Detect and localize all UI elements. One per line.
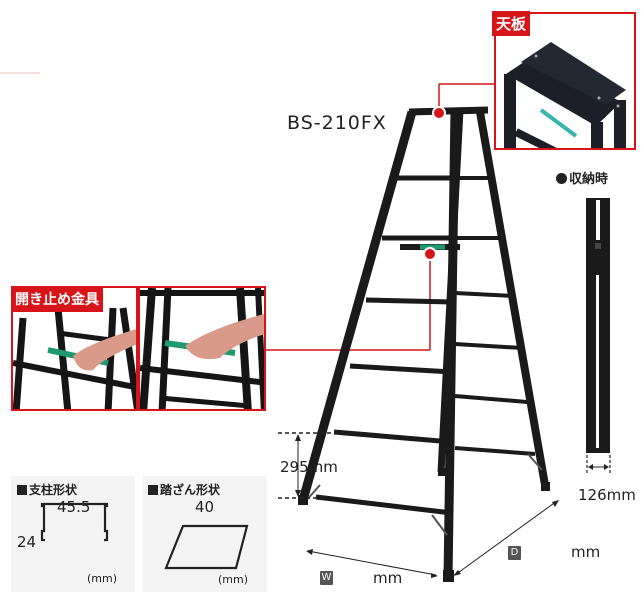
- storage-title: 収納時: [556, 168, 608, 187]
- storage-title-text: 収納時: [569, 172, 609, 187]
- step-unit: (mm): [218, 573, 249, 586]
- pillar-section-box: 支柱形状 45.5 24 (mm): [11, 476, 135, 592]
- pillar-unit: (mm): [87, 572, 118, 585]
- pillar-width: 45.5: [57, 498, 91, 516]
- stopper-photo-frame-2: [138, 286, 266, 411]
- model-name: BS-210FX: [287, 112, 387, 134]
- stopper-photo-1: [13, 307, 136, 409]
- top-plate-photo: [504, 42, 626, 148]
- pillar-section-title: 支柱形状: [17, 481, 77, 498]
- opening-stopper-label: 開き止め金具: [11, 286, 103, 312]
- step-pitch: 295mm: [280, 458, 338, 476]
- depth-badge: D: [508, 546, 521, 560]
- top-plate-photo-frame: [494, 12, 636, 150]
- step-section-box: 踏ざん形状 40 (mm): [143, 476, 267, 592]
- stopper-photo-2: [140, 288, 264, 409]
- pillar-shape-icon: [40, 502, 109, 542]
- bullet-icon: [556, 173, 567, 184]
- top-plate-label: 天板: [492, 11, 531, 36]
- storage-width: 126mm: [578, 486, 636, 504]
- square-bullet-icon: [17, 485, 27, 495]
- square-bullet-icon: [148, 485, 158, 495]
- width-badge: W: [320, 571, 333, 585]
- pillar-height: 24: [17, 533, 37, 551]
- step-shape-icon: [164, 524, 249, 570]
- decorative-line: [0, 72, 40, 74]
- depth-unit: mm: [571, 543, 601, 561]
- step-width: 40: [195, 498, 215, 516]
- step-section-title: 踏ざん形状: [148, 481, 220, 498]
- width-unit: mm: [373, 569, 403, 587]
